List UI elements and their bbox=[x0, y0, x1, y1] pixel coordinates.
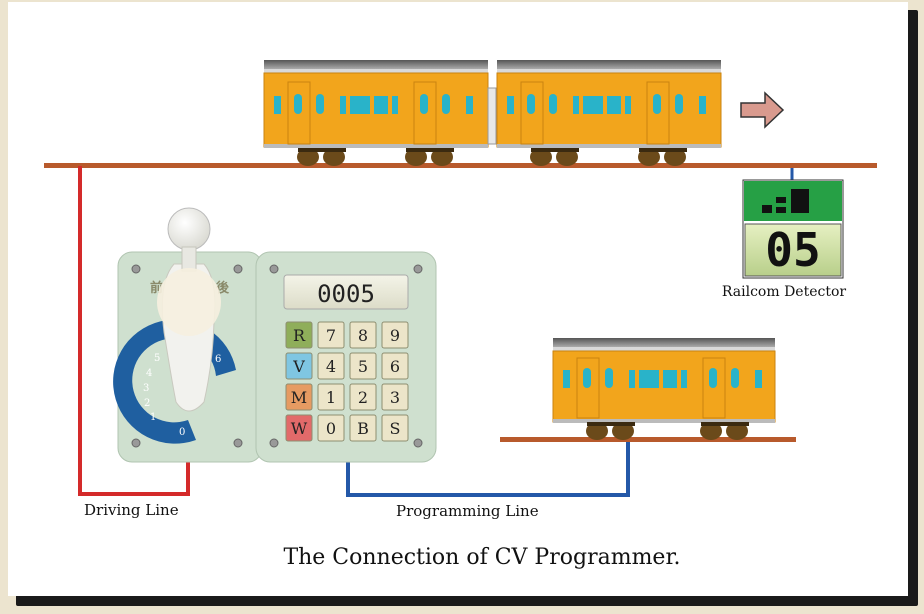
dial-numbers: 0 1 2 3 4 5 6 bbox=[143, 353, 221, 438]
train-car-right bbox=[496, 60, 722, 166]
railcom-detector: 05 bbox=[742, 179, 844, 279]
svg-text:3: 3 bbox=[143, 383, 149, 394]
right-arrow-icon bbox=[740, 91, 785, 129]
svg-text:1: 1 bbox=[150, 412, 156, 423]
key-r[interactable]: R bbox=[285, 321, 313, 349]
key-m[interactable]: M bbox=[285, 383, 313, 411]
key-label: 2 bbox=[358, 388, 368, 407]
key-label: S bbox=[390, 419, 401, 438]
key-label: R bbox=[293, 326, 306, 345]
key-s[interactable]: S bbox=[381, 414, 409, 442]
programming-track-rail bbox=[500, 437, 796, 442]
key-label: 6 bbox=[390, 357, 400, 376]
train-car-left bbox=[263, 60, 489, 166]
key-label: 0 bbox=[326, 419, 336, 438]
key-1[interactable]: 1 bbox=[317, 383, 345, 411]
key-0[interactable]: 0 bbox=[317, 414, 345, 442]
top-train bbox=[263, 60, 722, 166]
key-b[interactable]: B bbox=[349, 414, 377, 442]
driving-line-wire bbox=[78, 166, 190, 496]
main-track-rail bbox=[44, 163, 877, 168]
key-8[interactable]: 8 bbox=[349, 321, 377, 349]
key-2[interactable]: 2 bbox=[349, 383, 377, 411]
detector-readout: 05 bbox=[765, 223, 820, 277]
programming-line-label: Programming Line bbox=[396, 502, 539, 520]
svg-text:4: 4 bbox=[146, 368, 152, 379]
throttle-panel: 前 後 0 1 2 3 4 5 6 bbox=[113, 207, 263, 463]
key-4[interactable]: 4 bbox=[317, 352, 345, 380]
cv-programmer: 前 後 0 1 2 3 4 5 6 bbox=[113, 207, 437, 463]
programming-train-car bbox=[552, 338, 776, 440]
key-v[interactable]: V bbox=[285, 352, 313, 380]
key-label: 9 bbox=[390, 326, 400, 345]
diagram-caption: The Connection of CV Programmer. bbox=[283, 545, 680, 570]
svg-text:5: 5 bbox=[154, 353, 160, 364]
key-label: M bbox=[291, 388, 307, 407]
key-label: 5 bbox=[358, 357, 368, 376]
driving-line-label: Driving Line bbox=[84, 501, 179, 519]
key-label: 3 bbox=[390, 388, 400, 407]
key-9[interactable]: 9 bbox=[381, 321, 409, 349]
connection-diagram: 05 Railcom Detector bbox=[44, 60, 877, 570]
key-label: 8 bbox=[358, 326, 368, 345]
key-5[interactable]: 5 bbox=[349, 352, 377, 380]
key-label: 4 bbox=[326, 357, 336, 376]
key-label: V bbox=[292, 357, 305, 376]
svg-text:2: 2 bbox=[144, 398, 150, 409]
key-6[interactable]: 6 bbox=[381, 352, 409, 380]
key-label: 7 bbox=[326, 326, 336, 345]
key-w[interactable]: W bbox=[285, 414, 313, 442]
svg-text:6: 6 bbox=[215, 354, 221, 365]
programming-line-wire bbox=[346, 439, 630, 497]
key-7[interactable]: 7 bbox=[317, 321, 345, 349]
key-label: 1 bbox=[326, 388, 336, 407]
railcom-detector-label: Railcom Detector bbox=[722, 284, 846, 300]
key-label: W bbox=[291, 419, 308, 438]
svg-text:0: 0 bbox=[179, 427, 185, 438]
throttle-handle[interactable] bbox=[157, 207, 221, 412]
key-label: B bbox=[357, 419, 369, 438]
programmer-display: 0005 bbox=[317, 280, 375, 308]
key-3[interactable]: 3 bbox=[381, 383, 409, 411]
diagram-card: 05 Railcom Detector bbox=[8, 2, 908, 596]
